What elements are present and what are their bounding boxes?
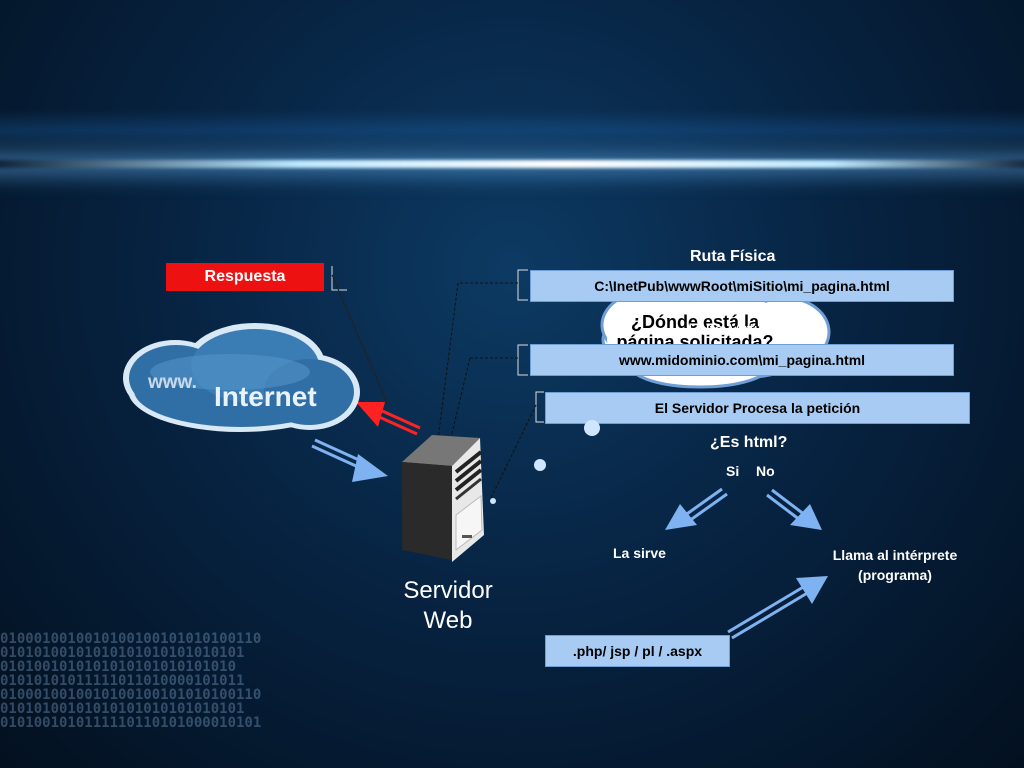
procesa-box: El Servidor Procesa la petición <box>545 392 970 424</box>
internet-cloud <box>123 323 360 432</box>
respuesta-bracket <box>331 266 347 291</box>
internet-text: Internet <box>214 381 317 412</box>
arrow-si <box>665 487 728 530</box>
virtual-bracket <box>517 344 528 376</box>
arrow-internet-to-server <box>311 438 388 482</box>
procesa-dashed <box>489 404 537 501</box>
servidor-line2: Web <box>423 607 473 634</box>
procesa-bracket <box>535 391 544 423</box>
cloud-thought-text: ¿Dónde está la página solicitada? <box>616 312 774 344</box>
servidor-web-label: Servidor Web <box>378 576 518 636</box>
www-text: www. <box>148 372 197 393</box>
ruta-virtual-box: www.midominio.com\mi_pagina.html <box>530 344 954 376</box>
thought-dot-large <box>584 420 600 436</box>
respuesta-line <box>331 274 389 406</box>
llama-interprete-label: Llama al intérprete (programa) <box>810 545 980 585</box>
ruta-fisica-box: C:\InetPub\wwwRoot\miSitio\mi_pagina.htm… <box>530 270 954 302</box>
fisica-bracket <box>517 269 528 301</box>
thought-dot-small <box>490 498 496 504</box>
thought-dot-medium <box>534 459 546 471</box>
si-label: Si <box>726 463 740 479</box>
virtual-dashed-v <box>447 357 471 451</box>
ruta-virtual-label: Ruta Virtual <box>688 320 777 339</box>
server-tower <box>402 435 484 562</box>
la-sirve-label: La sirve <box>613 545 666 561</box>
light-beam <box>0 160 1024 168</box>
es-html-label: ¿Es html? <box>710 434 788 451</box>
llama-line2: (programa) <box>858 567 932 583</box>
servidor-line1: Servidor <box>403 577 493 604</box>
fisica-dashed-v <box>437 282 459 441</box>
arrow-no <box>766 488 822 530</box>
no-label: No <box>756 463 775 479</box>
llama-line1: Llama al intérprete <box>832 547 958 563</box>
background-glow <box>0 110 1024 150</box>
extensiones-box: .php/ jsp / pl / .aspx <box>545 635 730 667</box>
arrow-extensions <box>727 576 828 640</box>
arrow-server-to-internet <box>356 402 421 436</box>
respuesta-box: Respuesta <box>166 263 324 291</box>
ruta-fisica-label: Ruta Física <box>690 248 776 265</box>
